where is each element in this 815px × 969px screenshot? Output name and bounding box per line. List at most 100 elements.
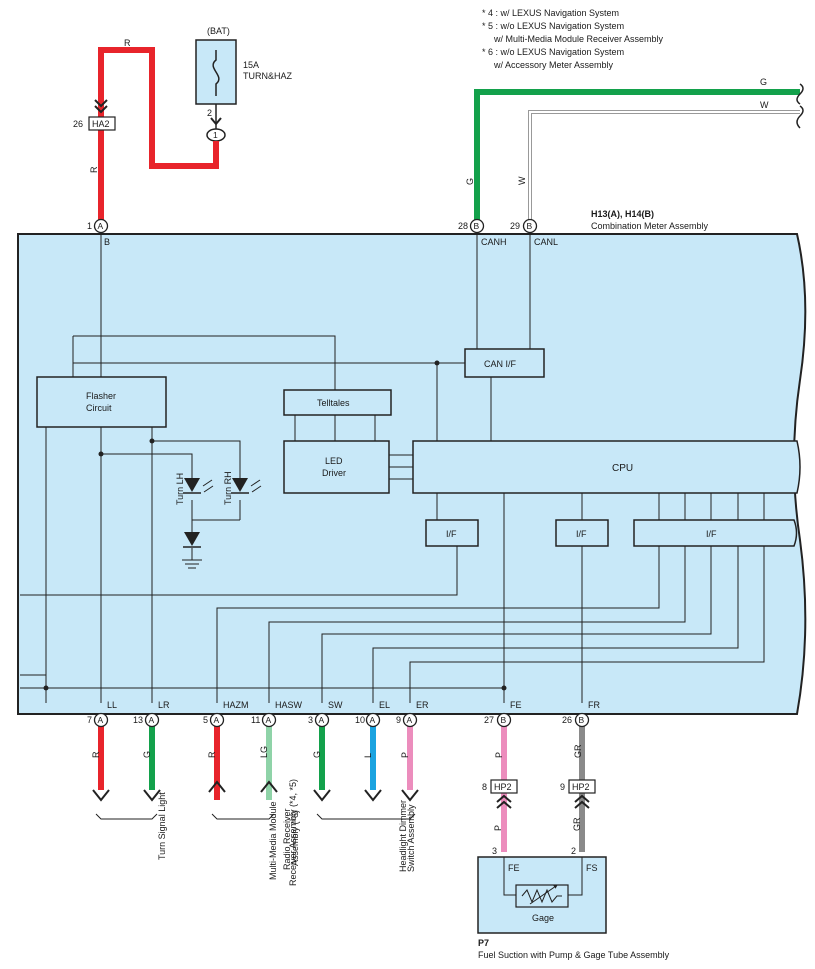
bottom-pin-num: 5 [203,715,208,725]
gage-ref: P7 [478,938,489,948]
bottom-pin-num: 27 [484,715,494,725]
fuse-source: (BAT) [207,26,230,36]
wire-white-canl-outer [528,110,800,222]
bottom-pin-num: 9 [396,715,401,725]
bottom-wire-label: R [207,751,217,758]
turn-lh-led-icon [183,478,214,494]
bottom-pin-conn: A [266,715,272,725]
bottom-pin-conn: A [319,715,325,725]
bottom-pin-num: 11 [251,715,260,725]
gage-sig-fe: FE [508,863,520,873]
bottom-pin-conn: A [214,715,220,725]
led-label-2: Driver [322,468,346,478]
arrow-down-icon [92,789,110,802]
meter-ref: H13(A), H14(B) [591,209,654,219]
turn-lh-label: Turn LH [175,473,185,505]
variable-resistor-icon [521,888,562,904]
cpu-label: CPU [612,463,633,474]
can-if-block [464,348,545,378]
fuse-connector-pin: 1 [213,130,218,140]
bottom-wire-label: G [312,751,322,758]
double-chevron-icon [574,794,590,809]
legend-line-1: * 4 : w/ LEXUS Navigation System [482,8,619,18]
top-pins: 1 A B 28 B CANH 29 B CANL [87,218,558,247]
top-pin-num: 29 [510,221,520,231]
gage-pin-fe: 3 [492,846,497,856]
wire-red-bat [98,47,219,222]
gage-label: Gage [532,913,554,923]
diode-icon [183,532,201,548]
gage-assembly: 3 2 FE FS Gage P7 Fuel Suction with Pump… [477,846,670,960]
bottom-pin-num: 3 [308,715,313,725]
flasher-circuit-block [36,376,167,428]
top-pin-num: 1 [87,221,92,231]
bottom-pin-conn: A [407,715,413,725]
fuse-element-icon [212,50,220,96]
turn-rh-led-icon [231,478,262,494]
gage-pin-fs: 2 [571,846,576,856]
bottom-pin-conn: B [501,715,507,725]
bottom-pin-sig: SW [328,700,343,710]
bottom-pin-num: 26 [562,715,572,725]
led-label-1: LED [325,456,343,466]
bottom-wire-label: LG [259,746,269,758]
turn-rh-label: Turn RH [223,471,233,505]
top-pin-sig: CANH [481,237,507,247]
legend-line-4: * 6 : w/o LEXUS Navigation System [482,47,624,57]
arrow-down-icon [364,789,382,802]
can-if-label: CAN I/F [484,359,517,369]
top-pin-conn: A [98,221,104,231]
gage-sig-fs: FS [586,863,598,873]
telltales-label: Telltales [317,398,350,408]
bottom-pin-sig: HASW [275,700,303,710]
top-pin-num: 28 [458,221,468,231]
led-driver-block [283,440,390,494]
bottom-wire-label: G [142,751,152,758]
meter-name: Combination Meter Assembly [591,221,709,231]
internal-wiring [20,232,765,703]
bottom-pin-sig: FR [588,700,600,710]
bottom-pin-sig: LL [107,700,117,710]
bottom-pin-conn: A [98,715,104,725]
bottom-pin-conn: A [149,715,155,725]
hp2-label: HP2 [494,782,512,792]
if-block-2 [555,519,609,547]
fuse-name: TURN&HAZ [243,71,293,81]
top-pin-sig: CANL [534,237,558,247]
wire-label-g1: G [760,77,767,87]
bottom-pin-sig: ER [416,700,429,710]
if-block-1 [425,519,479,547]
wire-label-g2: G [465,178,475,185]
flasher-label-2: Circuit [86,403,112,413]
legend-line-3: w/ Multi-Media Module Receiver Assembly [493,34,664,44]
fuse-rating: 15A [243,60,259,70]
bottom-wire-label: P [400,752,410,758]
wire-label-r2: R [89,166,99,173]
fuse: (BAT) 15A TURN&HAZ 2 1 [195,26,293,142]
top-pin-conn: B [474,221,480,231]
legend-line-5: w/ Accessory Meter Assembly [493,60,614,70]
hp2-wire-label: GR [572,817,582,831]
if-label-2: I/F [576,529,587,539]
bottom-pin-conn: B [579,715,585,725]
if-block-3 [633,519,798,547]
wire-label-r1: R [124,38,131,48]
connector-ha2-pin: 26 [73,119,83,129]
telltales-block [283,389,392,416]
dest-hds-1: Headlight Dimmer [398,800,408,872]
hp2-pin: 9 [560,782,565,792]
arrow-up-icon [260,780,278,793]
fuse-pin-top: 2 [207,108,212,118]
bottom-wire-label: GR [573,744,583,758]
dest-mmm-2: Receiver Assembly (*4, *5) [288,779,298,886]
bottom-pins: LL A 7 R LR A 13 G HAZM A 5 R HASW A 11 … [87,700,600,852]
legend: * 4 : w/ LEXUS Navigation System * 5 : w… [482,8,664,70]
bottom-wire-label: L [363,753,373,758]
wire-label-w1: W [760,100,769,110]
flasher-label-1: Flasher [86,391,116,401]
hp2-label: HP2 [572,782,590,792]
wire-label-w2: W [517,176,527,185]
bottom-pin-sig: LR [158,700,170,710]
hp2-connectors: HP2 8 P HP2 9 GR [482,779,596,831]
dest-mmm-3: Radio Receiver [282,808,292,870]
